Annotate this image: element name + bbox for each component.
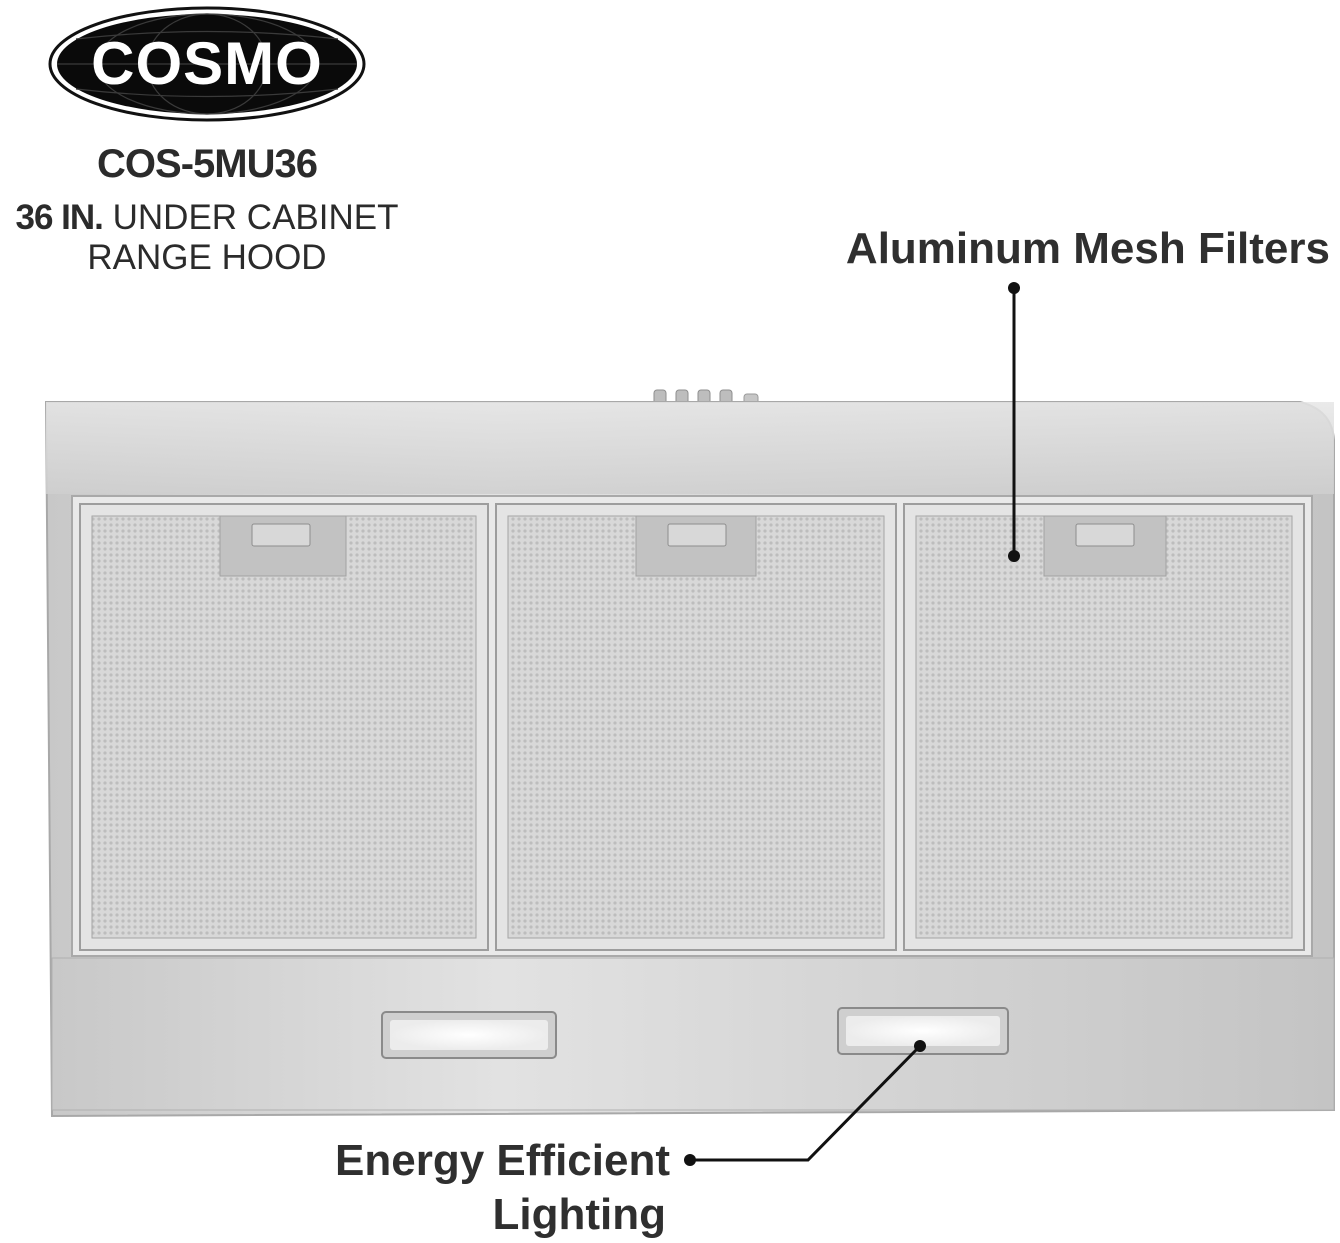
type-label: UNDER CABINET — [102, 198, 399, 237]
filter-right — [903, 503, 1305, 951]
filters-leader-line — [1008, 282, 1020, 562]
model-number: COS-5MU36 — [97, 142, 318, 186]
product-description-line2: RANGE HOOD — [87, 238, 327, 277]
cosmo-logo — [48, 6, 366, 122]
callout-lighting-line2: Lighting — [492, 1190, 667, 1239]
light-left — [381, 1011, 557, 1059]
filter-left — [79, 503, 489, 951]
callout-filters: Aluminum Mesh Filters — [845, 224, 1330, 273]
lighting-leader-line — [684, 1040, 926, 1166]
size-label: 36 IN. — [15, 198, 104, 237]
callout-lighting-line1: Energy Efficient — [335, 1136, 670, 1185]
product-description-line1: 36 IN. UNDER CABINET — [0, 198, 414, 238]
logo-wordmark: COSMO — [91, 30, 323, 97]
filter-center — [495, 503, 897, 951]
light-right — [837, 1007, 1009, 1055]
